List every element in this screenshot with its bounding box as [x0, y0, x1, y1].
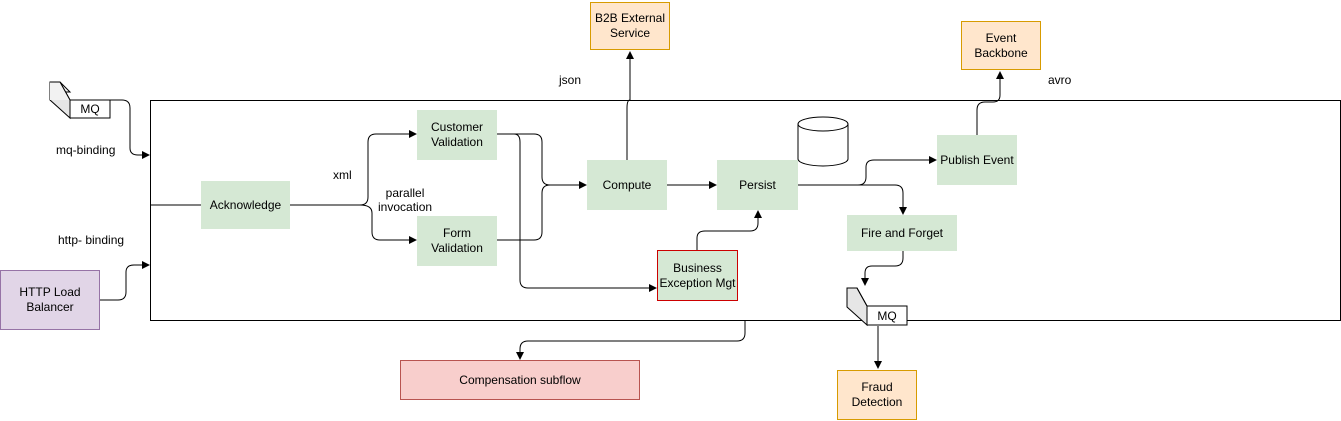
event-backbone-node[interactable]: Event Backbone	[961, 21, 1041, 70]
customer-validation-node[interactable]: Customer Validation	[417, 110, 497, 160]
edge-container-to-compensation	[516, 321, 746, 360]
xml-label: xml	[333, 168, 352, 182]
fire-and-forget-node[interactable]: Fire and Forget	[847, 215, 957, 251]
edge-ack-to-customer-validation	[290, 130, 417, 206]
business-exception-mgt-label: Business Exception Mgt	[659, 260, 736, 290]
mq-binding-label: mq-binding	[56, 143, 116, 157]
parallel-invocation-label: parallel invocation	[376, 186, 435, 214]
edge-customer-to-exception	[513, 133, 657, 292]
acknowledge-label: Acknowledge	[209, 197, 282, 212]
json-label: json	[559, 73, 582, 87]
http-binding-label: http- binding	[58, 233, 125, 247]
database-icon	[797, 116, 849, 167]
persist-node[interactable]: Persist	[717, 160, 798, 210]
compensation-subflow-node[interactable]: Compensation subflow	[400, 360, 640, 400]
edge-http-to-container	[100, 261, 150, 301]
persist-label: Persist	[739, 177, 776, 192]
http-load-balancer-node[interactable]: HTTP Load Balancer	[0, 270, 100, 330]
compensation-subflow-label: Compensation subflow	[459, 372, 581, 387]
form-validation-node[interactable]: Form Validation	[417, 216, 497, 266]
edge-exception-to-persist	[696, 210, 762, 250]
fraud-detection-label: Fraud Detection	[851, 380, 903, 409]
edge-ack-to-form-validation	[359, 204, 417, 244]
edge-customer-to-compute	[497, 133, 587, 189]
mq-top-icon	[49, 81, 111, 120]
event-backbone-label: Event Backbone	[974, 30, 1028, 60]
mq-bottom-icon	[846, 287, 908, 327]
edge-persist-to-fire	[858, 184, 907, 215]
fraud-detection-node[interactable]: Fraud Detection	[837, 370, 917, 420]
edge-fire-to-mq	[861, 250, 904, 286]
compute-label: Compute	[602, 177, 652, 192]
acknowledge-node[interactable]: Acknowledge	[201, 181, 290, 229]
b2b-external-service-label: B2B External Service	[594, 11, 666, 40]
b2b-external-service-node[interactable]: B2B External Service	[590, 2, 670, 50]
edge-compute-to-b2b	[626, 51, 634, 160]
customer-validation-label: Customer Validation	[430, 120, 483, 149]
mq-bottom-label: MQ	[877, 309, 897, 323]
fire-and-forget-label: Fire and Forget	[860, 225, 944, 240]
http-load-balancer-label: HTTP Load Balancer	[19, 285, 81, 314]
edge-publish-to-backbone	[976, 71, 1004, 135]
avro-label: avro	[1048, 73, 1072, 87]
form-validation-label: Form Validation	[431, 226, 483, 255]
compute-node[interactable]: Compute	[587, 160, 667, 210]
business-exception-mgt-node[interactable]: Business Exception Mgt	[657, 250, 738, 301]
publish-event-label: Publish Event	[940, 152, 1014, 167]
edge-form-to-compute	[497, 184, 551, 241]
mq-top-label: MQ	[80, 102, 100, 116]
edge-mq-to-container	[110, 99, 150, 159]
process-container	[150, 100, 1341, 321]
publish-event-node[interactable]: Publish Event	[937, 135, 1017, 185]
